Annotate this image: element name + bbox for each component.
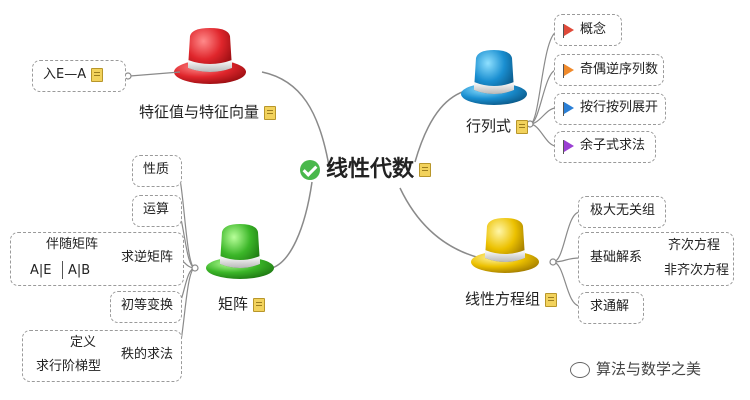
det-child-label: 奇偶逆序列数 [580,62,658,77]
matrix-rank-definition: 定义 [70,334,96,352]
matrix-inverse-adjugate: 伴随矩阵 [46,236,98,254]
matrix-child-property: 性质 [143,161,169,179]
orange-flag-icon [564,64,574,76]
linear-basic-label: 基础解系 [590,249,642,267]
det-child-label: 概念 [580,22,606,37]
separator [62,261,63,279]
green-hat-icon [206,224,274,279]
note-icon [253,298,265,312]
branch-determinant: 行列式 [466,117,528,135]
branch-eigen: 特征值与特征向量 [139,103,276,121]
linear-child-maxindep: 极大无关组 [590,202,655,220]
determinant-connectors [527,32,556,146]
check-icon [300,160,320,180]
red-hat-icon [174,28,246,84]
note-icon [264,106,276,120]
branch-linear-label: 线性方程组 [465,290,540,308]
root-node: 线性代数 [300,160,431,180]
matrix-inverse-ae: A|E [30,262,52,280]
det-child-label: 按行按列展开 [580,100,658,115]
branch-matrix-label: 矩阵 [218,295,248,313]
note-icon [545,293,557,307]
det-child-cofactor: 余子式求法 [564,137,645,155]
linear-child-general: 求通解 [590,298,629,316]
branch-eigen-label: 特征值与特征向量 [139,103,259,121]
eigen-child: 入E—A [43,66,103,84]
note-icon [419,163,431,177]
matrix-child-elementary: 初等变换 [121,297,173,315]
matrix-rank-label: 秩的求法 [121,346,173,364]
blue-flag-icon [564,102,574,114]
branch-matrix: 矩阵 [218,295,265,313]
blue-hat-icon [461,50,527,105]
yellow-hat-icon [471,218,539,273]
matrix-child-operation: 运算 [143,201,169,219]
branch-linear: 线性方程组 [465,290,557,308]
eigen-child-label: 入E—A [43,67,86,82]
wechat-icon [570,362,590,378]
purple-flag-icon [564,140,574,152]
matrix-rank-echelon: 求行阶梯型 [36,358,101,376]
watermark-text: 算法与数学之美 [596,360,701,378]
linear-basic-homogeneous: 齐次方程 [668,237,720,255]
det-child-expand: 按行按列展开 [564,99,658,117]
watermark: 算法与数学之美 [570,358,701,379]
red-flag-icon [564,24,574,36]
det-child-parity: 奇偶逆序列数 [564,61,658,79]
det-child-concept: 概念 [564,21,606,39]
matrix-inverse-ab: A|B [68,262,90,280]
matrix-inverse-label: 求逆矩阵 [121,249,173,267]
branch-determinant-label: 行列式 [466,117,511,135]
root-title: 线性代数 [326,157,414,182]
eigen-connectors [125,72,180,79]
note-icon [516,120,528,134]
linear-basic-nonhomogeneous: 非齐次方程 [664,262,729,280]
note-icon [91,68,103,82]
det-child-label: 余子式求法 [580,138,645,153]
